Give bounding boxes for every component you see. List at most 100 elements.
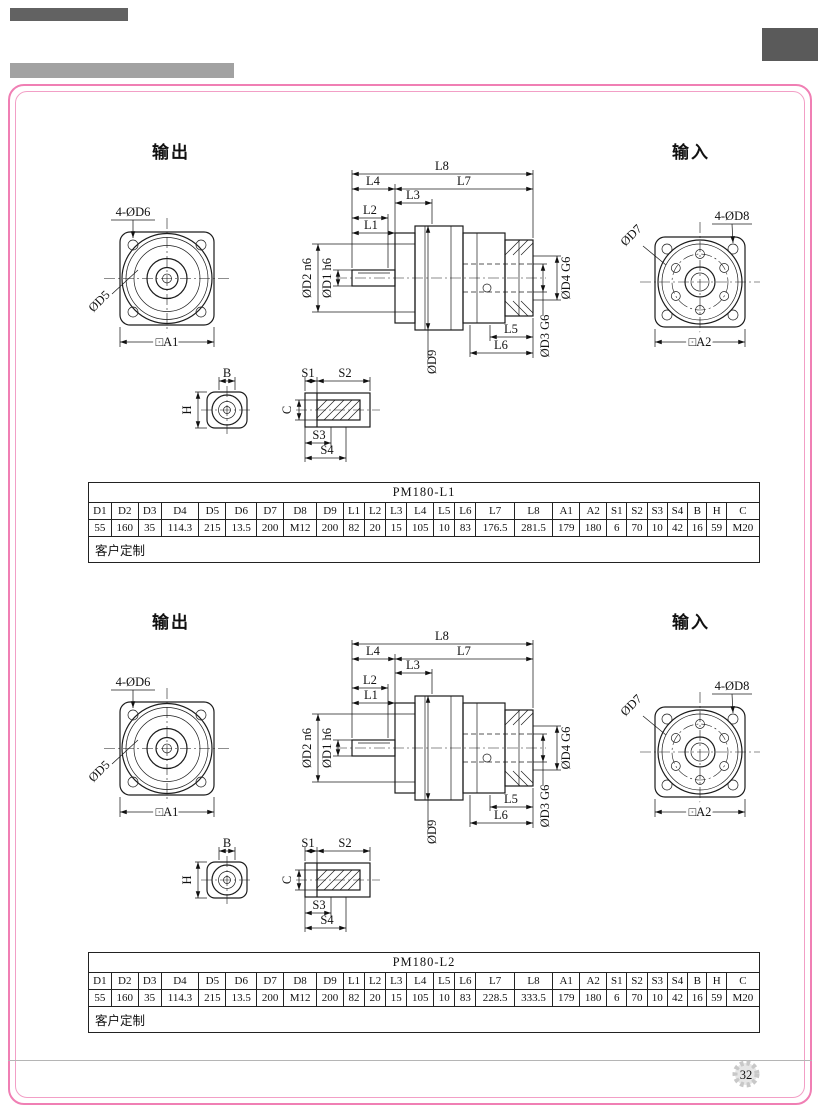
cell-value: 176.5 — [475, 519, 515, 537]
dim-l8: L8 — [435, 630, 449, 643]
dim-l6: L6 — [494, 338, 508, 352]
cell-value: 180 — [579, 519, 608, 537]
col-header: D3 — [137, 972, 162, 990]
cell-value: 70 — [626, 519, 648, 537]
bolt-hole — [127, 776, 139, 788]
cell-value: 200 — [316, 989, 345, 1007]
cell-value: 160 — [110, 519, 139, 537]
technical-drawing: 4-ØD6 ØD5 □A1 L8 L4 — [86, 629, 760, 932]
dim-d4: ØD4 G6 — [559, 727, 573, 770]
cell-value: 105 — [406, 989, 435, 1007]
cell-value: 70 — [626, 989, 648, 1007]
cell-value: 35 — [137, 989, 162, 1007]
bolt-hole — [127, 306, 139, 318]
cell-value: 114.3 — [160, 519, 200, 537]
bolt-hole — [661, 713, 673, 725]
cell-value: 333.5 — [513, 989, 554, 1007]
cell-value: 13.5 — [225, 519, 258, 537]
dim-l1: L1 — [364, 688, 378, 702]
col-header: S1 — [606, 502, 628, 520]
dim-l5: L5 — [504, 792, 518, 806]
cell-value: 83 — [454, 989, 477, 1007]
cell-value: 281.5 — [513, 519, 554, 537]
output-label: 输出 — [152, 143, 190, 163]
dim-front-bolt-holes: 4-ØD6 — [116, 675, 151, 689]
cell-value: 215 — [198, 519, 227, 537]
cell-value: 55 — [88, 989, 112, 1007]
col-header: S3 — [646, 502, 668, 520]
dim-h: H — [180, 875, 194, 884]
cell-value: 59 — [706, 519, 727, 537]
front-view: 4-ØD6 ØD5 □A1 — [86, 205, 230, 352]
dim-d1: ØD1 h6 — [320, 728, 334, 768]
key-section-view: S1 S2 C S3 S4 — [280, 366, 380, 462]
col-header: D5 — [198, 972, 227, 990]
col-header: S3 — [646, 972, 668, 990]
col-header: D4 — [160, 972, 200, 990]
dim-l8: L8 — [435, 160, 449, 173]
front-view: 4-ØD6 ØD5 □A1 — [86, 675, 230, 822]
col-header: L3 — [385, 502, 408, 520]
cell-value: 114.3 — [160, 989, 200, 1007]
dim-l3: L3 — [406, 188, 420, 202]
cell-value: 200 — [256, 519, 285, 537]
dim-front-flange-dia: ØD5 — [86, 758, 113, 785]
cell-value: 20 — [364, 519, 387, 537]
dim-s2: S2 — [338, 836, 351, 850]
cell-value: 228.5 — [475, 989, 515, 1007]
cell-value: 15 — [385, 989, 408, 1007]
cell-value: 16 — [687, 989, 708, 1007]
col-header: A1 — [552, 972, 581, 990]
cell-value: 59 — [706, 989, 727, 1007]
dim-s1: S1 — [301, 366, 314, 380]
table-note: 客户定制 — [88, 1006, 760, 1033]
dim-s1: S1 — [301, 836, 314, 850]
col-header: L7 — [475, 502, 515, 520]
col-header: D2 — [110, 502, 139, 520]
col-header: L5 — [433, 502, 456, 520]
col-header: C — [725, 502, 761, 520]
dim-c: C — [280, 406, 294, 414]
col-header: H — [706, 502, 727, 520]
col-header: D1 — [88, 972, 112, 990]
col-header: L7 — [475, 972, 515, 990]
col-header: L1 — [343, 502, 366, 520]
col-header: A1 — [552, 502, 581, 520]
col-header: L8 — [513, 502, 554, 520]
bolt-hole — [727, 779, 739, 791]
col-header: D6 — [225, 972, 258, 990]
cell-value: 160 — [110, 989, 139, 1007]
dim-l3: L3 — [406, 658, 420, 672]
col-header: L2 — [364, 502, 387, 520]
cell-value: 200 — [316, 519, 345, 537]
cell-value: 10 — [433, 989, 456, 1007]
cell-value: 35 — [137, 519, 162, 537]
dim-front-flange-dia: ØD5 — [86, 288, 113, 315]
cell-value: 10 — [646, 989, 668, 1007]
col-header: S1 — [606, 972, 628, 990]
col-header: L5 — [433, 972, 456, 990]
cell-value: 82 — [343, 989, 366, 1007]
bolt-hole — [195, 709, 207, 721]
gear-icon: 32 — [732, 1060, 760, 1088]
dim-d2: ØD2 n6 — [300, 728, 314, 768]
cell-value: 15 — [385, 519, 408, 537]
dim-d2: ØD2 n6 — [300, 258, 314, 298]
dim-l4: L4 — [366, 174, 381, 188]
bolt-hole — [727, 713, 739, 725]
output-label: 输出 — [152, 613, 190, 633]
col-header: D7 — [256, 502, 285, 520]
shaft-end-view: B H — [180, 836, 253, 904]
col-header: L4 — [406, 502, 435, 520]
cell-value: 42 — [666, 519, 689, 537]
bolt-hole — [195, 306, 207, 318]
table-note: 客户定制 — [88, 536, 760, 563]
input-label: 输入 — [672, 613, 710, 633]
col-header: D6 — [225, 502, 258, 520]
dim-rear-square: □A2 — [689, 335, 712, 349]
col-header: L8 — [513, 972, 554, 990]
col-header: A2 — [579, 502, 608, 520]
dim-s3: S3 — [312, 428, 325, 442]
